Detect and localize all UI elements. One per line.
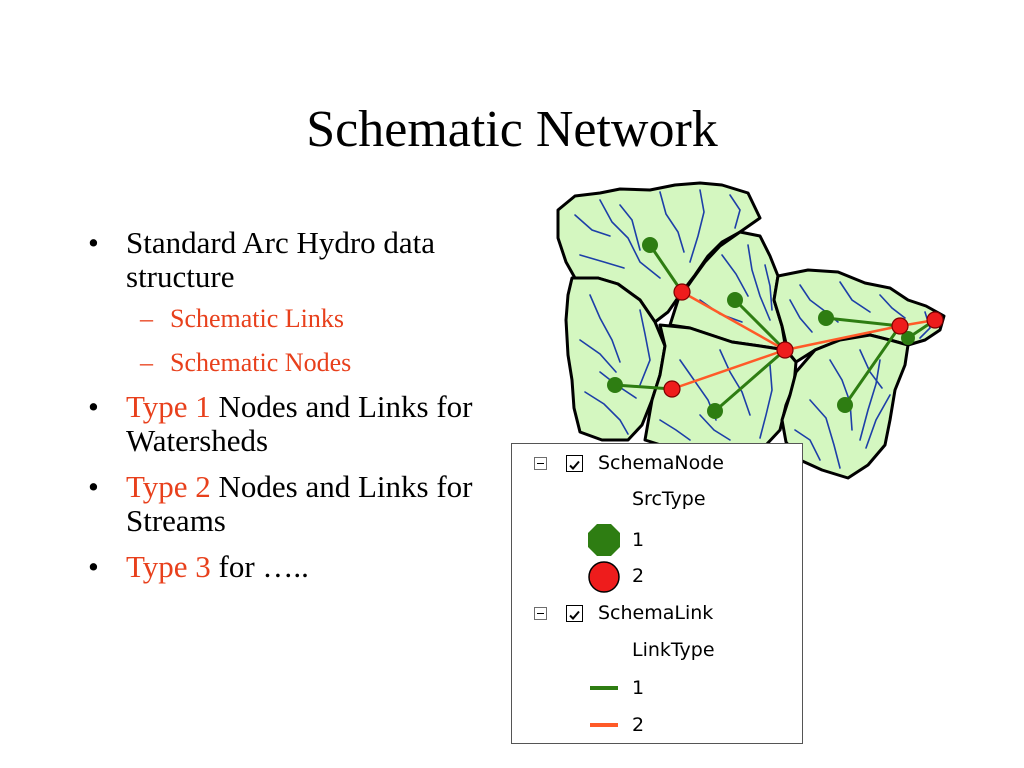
legend-node-symbol-2 xyxy=(588,561,620,593)
legend-node-class-2: 2 xyxy=(632,565,645,587)
node-type2 xyxy=(776,341,794,359)
schematic-nodes-type1 xyxy=(607,237,915,419)
node-type1 xyxy=(607,377,623,393)
node-type2 xyxy=(663,380,681,398)
node-type2 xyxy=(891,317,909,335)
sub-bullet-text: Schematic Links xyxy=(170,304,345,333)
link-type1 xyxy=(713,348,787,413)
bullet-dot: • xyxy=(88,469,99,504)
node-type2 xyxy=(926,311,944,329)
type-label: Type 2 xyxy=(126,469,211,504)
node-type1 xyxy=(818,310,834,326)
map-legend: SchemaNode SrcType 1 2 SchemaLink LinkTy… xyxy=(511,443,803,744)
link-type2 xyxy=(670,348,787,391)
legend-node-class-1: 1 xyxy=(632,529,645,551)
node-type1 xyxy=(642,237,658,253)
link-type2 xyxy=(783,324,902,352)
slide-title: Schematic Network xyxy=(306,101,718,158)
schematic-nodes-type2 xyxy=(663,283,944,398)
sub-bullet-links: – Schematic Links xyxy=(88,304,488,334)
sub-bullet-nodes: – Schematic Nodes xyxy=(88,348,488,378)
bullet-arc-hydro: • Standard Arc Hydro data structure xyxy=(88,226,488,294)
bullet-dash: – xyxy=(140,348,153,377)
bullet-text: Nodes and Links for Watersheds xyxy=(126,389,473,458)
link-type1 xyxy=(733,298,787,352)
legend-link-class-2: 2 xyxy=(632,714,645,736)
link-type1 xyxy=(648,243,684,294)
collapse-schemalink-toggle[interactable] xyxy=(534,607,547,620)
link-type1 xyxy=(824,316,902,328)
checkmark-icon xyxy=(569,460,580,470)
link-type1 xyxy=(843,324,902,407)
node-type1 xyxy=(727,292,743,308)
type-label: Type 3 xyxy=(126,549,211,584)
link-type2 xyxy=(680,290,787,352)
bullet-dot: • xyxy=(88,549,99,584)
checkmark-icon xyxy=(569,610,580,620)
node-type2 xyxy=(673,283,691,301)
bullet-dot: • xyxy=(88,389,99,424)
watershed-polygon-west xyxy=(564,276,667,442)
legend-field-linktype: LinkType xyxy=(632,639,715,661)
bullet-list: • Standard Arc Hydro data structure – Sc… xyxy=(88,226,488,594)
bullet-dot: • xyxy=(88,225,99,260)
bullet-type1: • Type 1 Nodes and Links for Watersheds xyxy=(88,390,488,458)
legend-link-symbol-1 xyxy=(590,686,618,690)
bullet-text: Standard Arc Hydro data structure xyxy=(126,225,436,294)
node-type1 xyxy=(837,397,853,413)
bullet-type3: • Type 3 for ….. xyxy=(88,550,488,584)
watershed-polygon-south-center xyxy=(643,323,798,449)
schemanode-visibility-checkbox[interactable] xyxy=(566,455,583,472)
stream-network xyxy=(574,189,931,469)
collapse-schemanode-toggle[interactable] xyxy=(534,457,547,470)
legend-layer-schemanode: SchemaNode xyxy=(598,452,724,474)
bullet-text: Nodes and Links for Streams xyxy=(126,469,473,538)
legend-field-srctype: SrcType xyxy=(632,488,706,510)
watershed-schematic-map xyxy=(556,181,946,480)
bullet-dash: – xyxy=(140,304,153,333)
bullet-type2: • Type 2 Nodes and Links for Streams xyxy=(88,470,488,538)
node-type1 xyxy=(707,403,723,419)
legend-layer-schemalink: SchemaLink xyxy=(598,602,714,624)
legend-node-symbol-1 xyxy=(588,524,620,556)
schemalink-visibility-checkbox[interactable] xyxy=(566,605,583,622)
schematic-links xyxy=(613,243,937,413)
type-label: Type 1 xyxy=(126,389,211,424)
legend-link-class-1: 1 xyxy=(632,677,645,699)
legend-link-symbol-2 xyxy=(590,723,618,727)
bullet-text: for ….. xyxy=(210,549,309,584)
link-type1 xyxy=(613,383,674,391)
node-type1 xyxy=(901,331,915,345)
sub-bullet-text: Schematic Nodes xyxy=(170,348,352,377)
